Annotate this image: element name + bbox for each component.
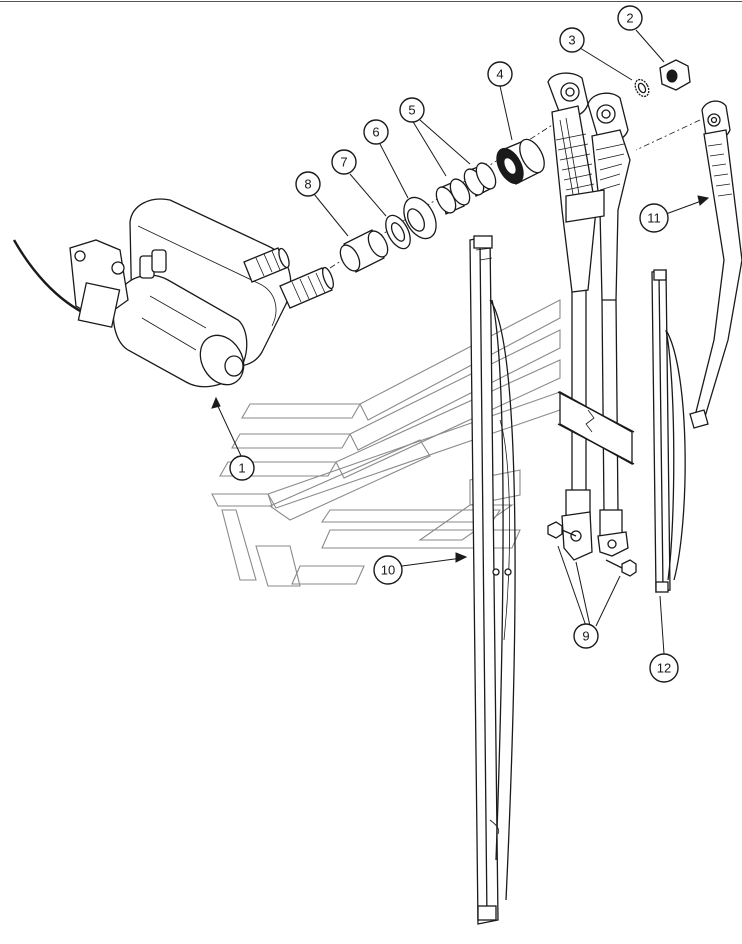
- bolt-right: [605, 559, 637, 577]
- motor-cable: [12, 239, 91, 318]
- lock-washer: [634, 78, 650, 98]
- wiper-blade-short: [651, 269, 686, 593]
- callout-6: 6: [363, 119, 389, 145]
- svg-text:8: 8: [304, 177, 311, 192]
- callout-11: 11: [639, 203, 669, 233]
- leader-lines: [211, 29, 710, 655]
- washer: [385, 214, 411, 250]
- nut: [659, 59, 691, 91]
- bushing: [435, 162, 497, 215]
- spacer: [403, 196, 437, 240]
- motor-shaft-upper: [243, 247, 290, 283]
- callout-10: 10: [373, 555, 403, 585]
- svg-text:1: 1: [238, 461, 245, 476]
- svg-text:10: 10: [381, 563, 395, 578]
- svg-text:12: 12: [657, 661, 671, 676]
- callout-7: 7: [331, 149, 357, 175]
- wiper-blade-long: [469, 235, 516, 925]
- wiper-motor: [12, 198, 334, 388]
- callout-12: 12: [649, 653, 679, 683]
- callout-8: 8: [295, 171, 321, 197]
- svg-text:3: 3: [568, 33, 575, 48]
- svg-text:7: 7: [340, 155, 347, 170]
- seal-cap: [496, 138, 545, 185]
- callout-4: 4: [487, 61, 513, 87]
- svg-text:5: 5: [408, 103, 415, 118]
- bolt-left: [547, 521, 577, 539]
- svg-text:4: 4: [496, 67, 503, 82]
- svg-text:2: 2: [626, 11, 633, 26]
- svg-text:6: 6: [372, 125, 379, 140]
- callout-1: 1: [229, 455, 255, 481]
- motor-shaft-lower: [279, 266, 334, 309]
- double-arm-assembly: [547, 72, 635, 561]
- svg-text:9: 9: [582, 629, 589, 644]
- callout-9: 9: [573, 623, 599, 649]
- callout-3: 3: [559, 27, 585, 53]
- svg-text:11: 11: [647, 211, 661, 226]
- wiper-arm: [635, 100, 742, 429]
- callout-2: 2: [617, 5, 643, 31]
- callout-5: 5: [399, 97, 425, 123]
- sleeve: [339, 229, 389, 273]
